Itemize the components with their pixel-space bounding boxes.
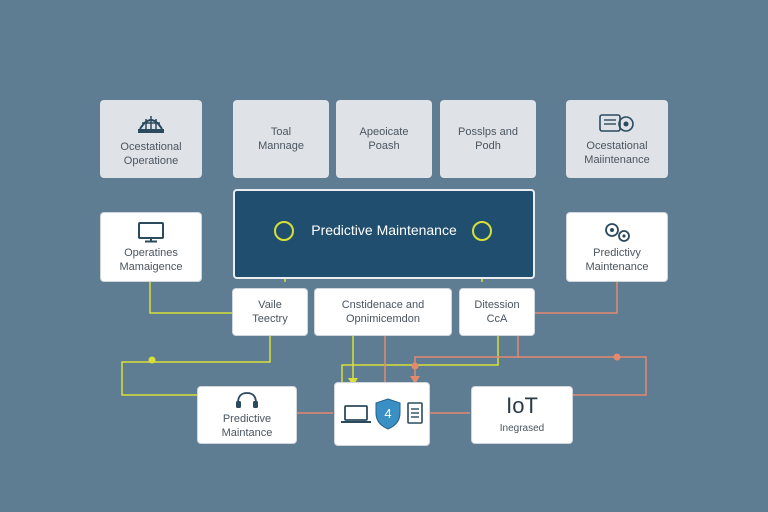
- node-label: Mannage: [258, 140, 304, 152]
- node-label: Predictive: [222, 412, 272, 425]
- node-label: Cnstidenace and: [341, 299, 425, 311]
- arrow-head: [410, 376, 420, 384]
- junction-dot: [613, 353, 621, 361]
- node-iot-integrated[interactable]: IoT Inegrased: [471, 386, 573, 444]
- connector-line: [149, 282, 232, 314]
- node-label: Maiintenance: [584, 153, 650, 166]
- node-operational-maintenance[interactable]: Ocestational Maiintenance: [566, 100, 668, 178]
- gears-icon: [605, 222, 630, 242]
- monitor-icon: [138, 221, 164, 242]
- node-label: Maintance: [221, 426, 273, 439]
- node-label: Toal: [270, 126, 292, 138]
- headset-icon: [236, 391, 258, 408]
- document-icon: [407, 402, 423, 424]
- iot-title: IoT: [506, 393, 538, 418]
- node-label: Ocestational: [586, 139, 648, 152]
- node-predictive-maintenance-side[interactable]: Predictivy Maintenance: [566, 212, 668, 282]
- node-value-telemetry[interactable]: Vaile Teectry: [232, 288, 308, 336]
- connector-line: [121, 336, 271, 396]
- node-label: Predictivy: [593, 246, 641, 259]
- node-label: Mamaigence: [119, 260, 183, 273]
- node-label: Operatines: [124, 246, 178, 259]
- node-confidence-optimization[interactable]: Cnstidenace and Opnimicemdon: [314, 288, 452, 336]
- node-label: Ocestational: [120, 140, 182, 153]
- node-ditession-cca[interactable]: Ditession CcA: [459, 288, 535, 336]
- laptop-icon: [341, 405, 371, 423]
- connector-ring: [472, 221, 492, 241]
- connector-line: [535, 282, 618, 314]
- node-total-manage[interactable]: Toal Mannage: [233, 100, 329, 178]
- node-label: Teectry: [252, 313, 288, 325]
- dome-building-icon: [138, 115, 164, 133]
- shield-label: 4: [384, 406, 391, 421]
- node-operations-management[interactable]: Operatines Mamaigence: [100, 212, 202, 282]
- node-label: Opnimicemdon: [346, 313, 420, 325]
- shield-icon: 4: [375, 398, 401, 430]
- node-label: Vaile: [258, 299, 282, 311]
- node-secure-device[interactable]: 4: [334, 382, 430, 446]
- node-label: Operatione: [123, 154, 179, 167]
- node-posslps-podh[interactable]: Posslps and Podh: [440, 100, 536, 178]
- node-label: Apeoicate: [359, 126, 409, 138]
- node-label: Ditession: [474, 299, 520, 311]
- node-label: CcA: [486, 313, 508, 325]
- tools-panel-icon: [599, 113, 634, 132]
- center-predictive-maintenance[interactable]: Predictive Maintenance: [233, 189, 535, 279]
- node-apeoicate-poash[interactable]: Apeoicate Poash: [336, 100, 432, 178]
- node-operational-operations[interactable]: Ocestational Operatione: [100, 100, 202, 178]
- node-label: Poash: [368, 140, 400, 152]
- junction-dot: [148, 356, 156, 364]
- node-label: Maintenance: [585, 260, 649, 273]
- connector-ring: [274, 221, 294, 241]
- iot-subtitle: Inegrased: [499, 423, 545, 434]
- junction-dot: [411, 362, 419, 370]
- node-label: Podh: [475, 140, 501, 152]
- node-label: Posslps and: [458, 126, 518, 138]
- center-title: Predictive Maintenance: [311, 222, 457, 238]
- connector-line: [341, 336, 499, 382]
- node-predictive-maintance[interactable]: Predictive Maintance: [197, 386, 297, 444]
